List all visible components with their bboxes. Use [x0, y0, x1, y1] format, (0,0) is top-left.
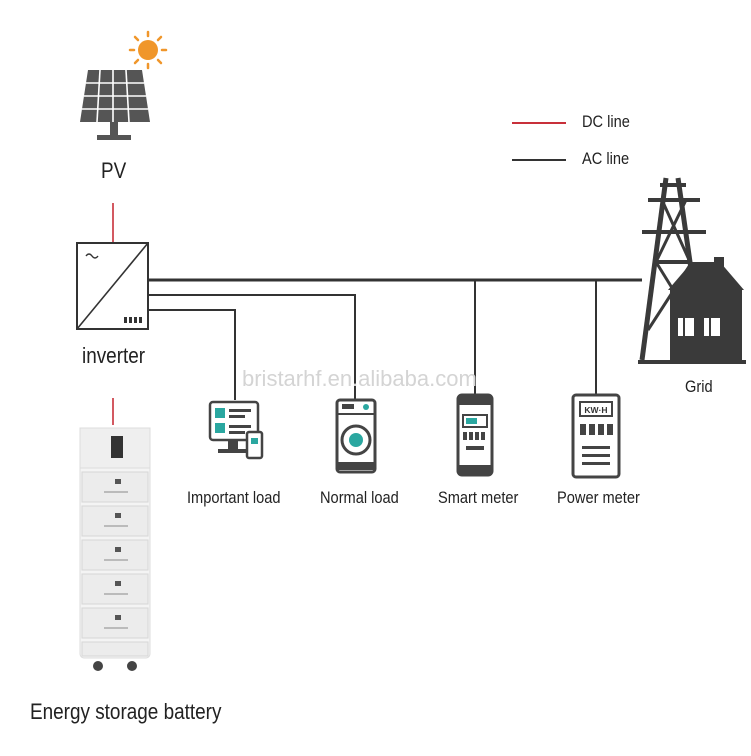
power-meter-display: KW·H [584, 405, 607, 415]
smart-meter-label: Smart meter [438, 488, 519, 507]
sun-icon [128, 30, 168, 70]
battery-stack-icon [79, 427, 151, 671]
pv-label: PV [101, 158, 127, 183]
ac-line-important-load [148, 309, 236, 400]
grid-label: Grid [685, 377, 713, 396]
legend-ac-label: AC line [582, 149, 630, 168]
ac-line-normal-load [148, 294, 356, 400]
watermark: bristarhf.en.alibaba.com [242, 366, 477, 391]
battery-label: Energy storage battery [30, 699, 222, 724]
smart-meter-icon [456, 393, 494, 477]
inverter-icon [76, 242, 149, 330]
normal-load-label: Normal load [320, 488, 399, 507]
phone-icon [245, 430, 264, 460]
power-meter-label: Power meter [557, 488, 640, 507]
computer-icon [208, 400, 260, 453]
power-meter-icon [571, 393, 621, 479]
solar-panel-icon [80, 69, 150, 140]
legend-dc-label: DC line [582, 112, 630, 131]
important-load-label: Important load [187, 488, 281, 507]
ac-lines [148, 278, 642, 400]
washing-machine-icon [335, 398, 377, 474]
house-icon [668, 257, 744, 360]
inverter-label: inverter [82, 343, 146, 368]
